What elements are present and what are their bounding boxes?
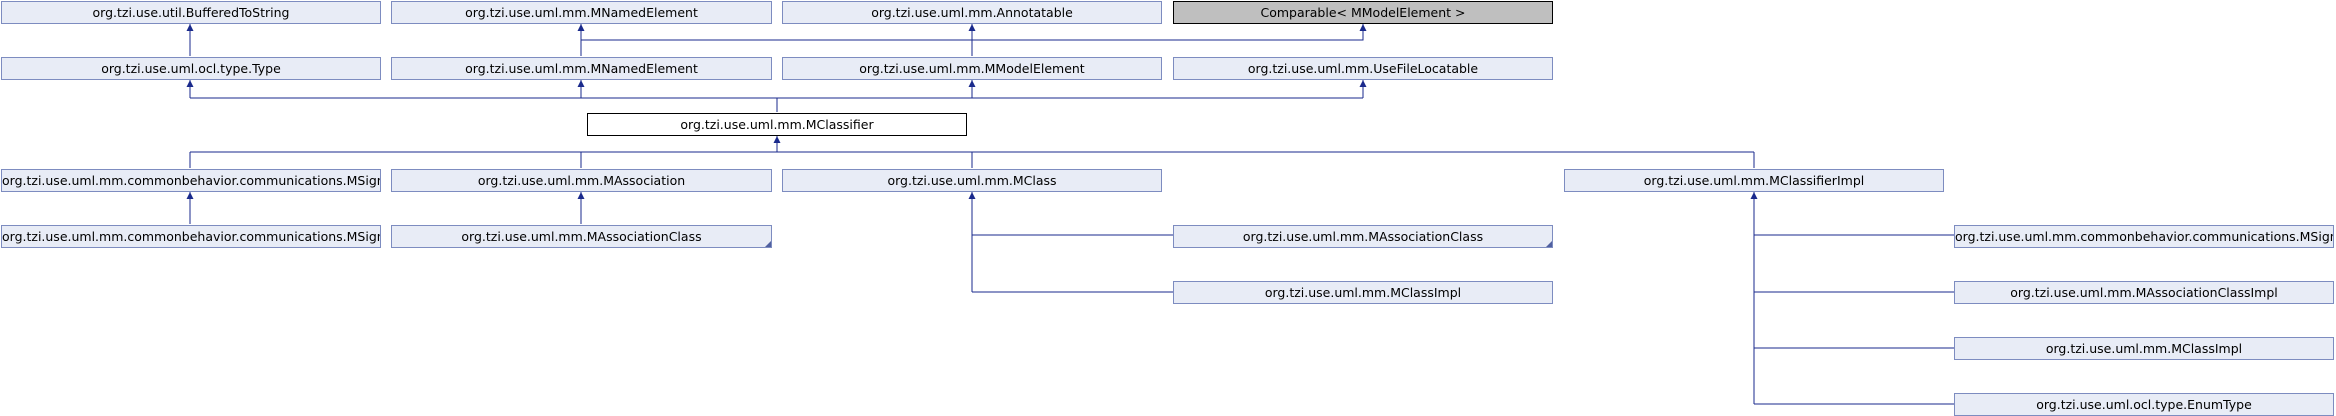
- node-use-file-locatable[interactable]: org.tzi.use.uml.mm.UseFileLocatable: [1173, 57, 1553, 80]
- node-mnamed-element[interactable]: org.tzi.use.uml.mm.MNamedElement: [391, 57, 772, 80]
- node-mclass[interactable]: org.tzi.use.uml.mm.MClass: [782, 169, 1162, 192]
- node-comparable: Comparable< MModelElement >: [1173, 1, 1553, 24]
- node-massociation-class-mid[interactable]: org.tzi.use.uml.mm.MAssociationClass: [1173, 225, 1553, 248]
- node-label: org.tzi.use.uml.mm.MModelElement: [859, 61, 1085, 76]
- node-massociation[interactable]: org.tzi.use.uml.mm.MAssociation: [391, 169, 772, 192]
- node-label: org.tzi.use.uml.mm.MClassImpl: [2045, 341, 2243, 356]
- node-label: org.tzi.use.uml.mm.commonbehavior.commun…: [2, 229, 381, 244]
- node-massociation-class-left[interactable]: org.tzi.use.uml.mm.MAssociationClass: [391, 225, 772, 248]
- node-enum-type[interactable]: org.tzi.use.uml.ocl.type.EnumType: [1954, 393, 2334, 416]
- node-label: org.tzi.use.uml.ocl.type.EnumType: [2036, 397, 2252, 412]
- node-label: org.tzi.use.uml.mm.MAssociation: [477, 173, 686, 188]
- node-label: org.tzi.use.uml.mm.MAssociationClass: [461, 229, 702, 244]
- node-ocl-type[interactable]: org.tzi.use.uml.ocl.type.Type: [1, 57, 381, 80]
- node-label: org.tzi.use.uml.mm.UseFileLocatable: [1247, 61, 1479, 76]
- node-mnamed-element-top[interactable]: org.tzi.use.uml.mm.MNamedElement: [391, 1, 772, 24]
- node-label: Comparable< MModelElement >: [1260, 5, 1466, 20]
- node-mclass-impl-right[interactable]: org.tzi.use.uml.mm.MClassImpl: [1954, 337, 2334, 360]
- node-mmodel-element[interactable]: org.tzi.use.uml.mm.MModelElement: [782, 57, 1162, 80]
- node-label: org.tzi.use.uml.mm.MClassifierImpl: [1643, 173, 1865, 188]
- node-label: org.tzi.use.uml.mm.MNamedElement: [465, 61, 698, 76]
- edge-mmodelelement-to-comparable: [972, 24, 1367, 41]
- node-label: org.tzi.use.uml.mm.Annotatable: [871, 5, 1073, 20]
- node-mclassifier-impl[interactable]: org.tzi.use.uml.mm.MClassifierImpl: [1564, 169, 1944, 192]
- node-label: org.tzi.use.uml.mm.commonbehavior.commun…: [1955, 229, 2334, 244]
- fold-corner-icon: [765, 241, 771, 247]
- node-label: org.tzi.use.uml.ocl.type.Type: [101, 61, 281, 76]
- fold-corner-icon: [1546, 241, 1552, 247]
- node-label: org.tzi.use.uml.mm.MAssociationClass: [1242, 229, 1484, 244]
- node-label: org.tzi.use.util.BufferedToString: [92, 5, 290, 20]
- node-label: org.tzi.use.uml.mm.MClass: [887, 173, 1057, 188]
- edge-mmodelelement-to-namedelement-top: [580, 38, 972, 41]
- node-label: org.tzi.use.uml.mm.MAssociationClassImpl: [2010, 285, 2278, 300]
- node-label: org.tzi.use.uml.mm.MClassifier: [680, 117, 874, 132]
- node-buffered-to-string[interactable]: org.tzi.use.util.BufferedToString: [1, 1, 381, 24]
- node-label: org.tzi.use.uml.mm.MClassImpl: [1264, 285, 1462, 300]
- node-mclass-impl-mid[interactable]: org.tzi.use.uml.mm.MClassImpl: [1173, 281, 1553, 304]
- node-mclassifier: org.tzi.use.uml.mm.MClassifier: [587, 113, 967, 136]
- node-msignal[interactable]: org.tzi.use.uml.mm.commonbehavior.commun…: [1, 169, 381, 192]
- node-label: org.tzi.use.uml.mm.commonbehavior.commun…: [2, 173, 381, 188]
- node-annotatable[interactable]: org.tzi.use.uml.mm.Annotatable: [782, 1, 1162, 24]
- node-label: org.tzi.use.uml.mm.MNamedElement: [465, 5, 698, 20]
- node-massociation-class-impl[interactable]: org.tzi.use.uml.mm.MAssociationClassImpl: [1954, 281, 2334, 304]
- node-msignal-impl-right[interactable]: org.tzi.use.uml.mm.commonbehavior.commun…: [1954, 225, 2334, 248]
- node-msignal-impl-left[interactable]: org.tzi.use.uml.mm.commonbehavior.commun…: [1, 225, 381, 248]
